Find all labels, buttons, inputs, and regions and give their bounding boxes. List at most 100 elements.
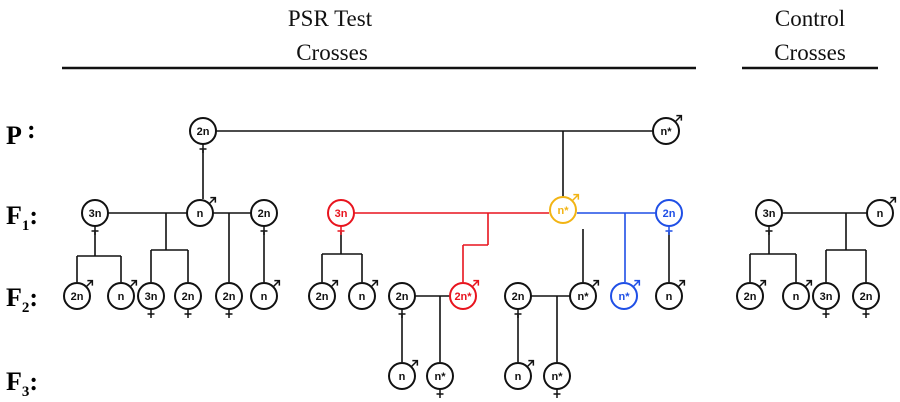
- individual-node: 2n: [308, 279, 339, 310]
- female-symbol-icon: [436, 389, 444, 398]
- female-symbol-icon: [665, 226, 673, 235]
- control-header-line2: Crosses: [774, 40, 846, 65]
- individual-node: 2n: [63, 279, 94, 310]
- node-label: 2n: [860, 291, 873, 303]
- node-circle: [736, 282, 764, 310]
- node-circle: [504, 282, 532, 310]
- node-label: n: [793, 291, 800, 303]
- node-label: n: [118, 291, 125, 303]
- individual-node: n: [655, 279, 686, 310]
- node-circle: [107, 282, 135, 310]
- male-symbol-icon: [330, 279, 339, 288]
- individual-node: n*: [543, 362, 571, 398]
- individual-node: 3n: [81, 199, 109, 235]
- pedigree-connectors: [76, 130, 867, 362]
- female-symbol-icon: [225, 309, 233, 318]
- female-symbol-icon: [184, 309, 192, 318]
- individual-node: 3n: [327, 199, 355, 235]
- node-circle: [866, 199, 894, 227]
- node-label: 2n: [223, 291, 236, 303]
- node-circle: [327, 199, 355, 227]
- connector-line: [825, 213, 867, 282]
- psr-header-line1: PSR Test: [288, 6, 373, 31]
- male-symbol-icon: [571, 193, 580, 202]
- node-circle: [610, 282, 638, 310]
- female-symbol-icon: [260, 226, 268, 235]
- individual-node: n*: [549, 193, 580, 224]
- node-circle: [308, 282, 336, 310]
- male-symbol-icon: [85, 279, 94, 288]
- individual-node: 2n: [852, 282, 880, 318]
- node-circle: [755, 199, 783, 227]
- male-symbol-icon: [272, 279, 281, 288]
- individual-node: n*: [569, 279, 600, 310]
- male-symbol-icon: [674, 114, 683, 123]
- individual-node: n: [348, 279, 379, 310]
- male-symbol-icon: [591, 279, 600, 288]
- node-circle: [543, 362, 571, 390]
- node-label: n*: [552, 371, 564, 383]
- male-symbol-icon: [208, 196, 217, 205]
- individual-node: n: [107, 279, 138, 310]
- node-circle: [215, 282, 243, 310]
- node-circle: [449, 282, 477, 310]
- node-circle: [655, 282, 683, 310]
- node-circle: [569, 282, 597, 310]
- node-label: n: [399, 371, 406, 383]
- node-label: n: [515, 371, 522, 383]
- node-label: n: [197, 208, 204, 220]
- individual-node: 2n: [504, 282, 532, 318]
- pedigree-nodes: 2n n* 3n n 2n 3n n* 2n 2n n 3n 2n 2n n 2n n 2n 2n* 2n n* n* n…: [63, 114, 897, 398]
- individual-node: 3n: [812, 282, 840, 318]
- node-circle: [186, 199, 214, 227]
- individual-node: 2n: [736, 279, 767, 310]
- psr-header-line2: Crosses: [296, 40, 368, 65]
- node-circle: [388, 282, 416, 310]
- node-label: 2n: [258, 208, 271, 220]
- connector-line: [150, 213, 189, 282]
- node-circle: [250, 282, 278, 310]
- generation-label-f3: F3:: [6, 367, 38, 400]
- individual-node: n: [388, 359, 419, 390]
- female-symbol-icon: [765, 226, 773, 235]
- female-symbol-icon: [514, 309, 522, 318]
- female-symbol-icon: [147, 309, 155, 318]
- individual-node: 2n: [388, 282, 416, 318]
- node-label: n: [877, 208, 884, 220]
- node-circle: [388, 362, 416, 390]
- node-circle: [81, 199, 109, 227]
- connector-line: [749, 232, 797, 282]
- male-symbol-icon: [758, 279, 767, 288]
- node-circle: [504, 362, 532, 390]
- node-label: n: [261, 291, 268, 303]
- node-label: 2n*: [454, 291, 472, 303]
- individual-node: n: [504, 359, 535, 390]
- node-label: n: [359, 291, 366, 303]
- individual-node: n: [782, 279, 813, 310]
- node-label: 2n: [744, 291, 757, 303]
- node-label: 3n: [145, 291, 158, 303]
- male-symbol-icon: [677, 279, 686, 288]
- male-symbol-icon: [471, 279, 480, 288]
- node-circle: [782, 282, 810, 310]
- node-circle: [189, 117, 217, 145]
- male-symbol-icon: [129, 279, 138, 288]
- node-circle: [63, 282, 91, 310]
- node-label: 3n: [335, 208, 348, 220]
- generation-label-f2: F2:: [6, 283, 38, 316]
- individual-node: 2n: [655, 199, 683, 235]
- male-symbol-icon: [370, 279, 379, 288]
- node-circle: [137, 282, 165, 310]
- node-circle: [549, 196, 577, 224]
- individual-node: n: [250, 279, 281, 310]
- node-label: 3n: [820, 291, 833, 303]
- node-label: 2n: [663, 208, 676, 220]
- female-symbol-icon: [822, 309, 830, 318]
- connector-line: [462, 213, 489, 282]
- node-circle: [652, 117, 680, 145]
- node-circle: [812, 282, 840, 310]
- individual-node: n*: [610, 279, 641, 310]
- female-symbol-icon: [398, 309, 406, 318]
- node-label: n*: [435, 371, 447, 383]
